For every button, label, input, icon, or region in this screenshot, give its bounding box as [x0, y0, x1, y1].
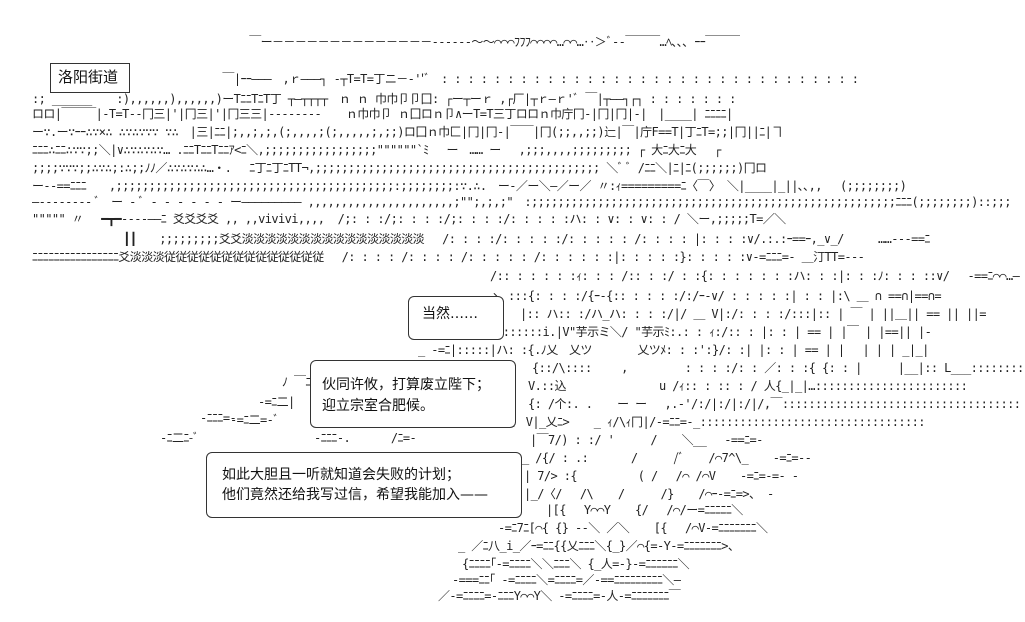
art-row: ﾆﾆﾆﾆﾆﾆﾆﾆﾆﾆﾆﾆﾆﾆﾆﾆ爻淡淡淡従従従従従従従従従従従従従従 /: : … — [32, 250, 865, 264]
art-row: """"" 〃 ━┳━‐‐‐‐――ﾆ 爻爻爻爻 ,, ,,vivivi,,,, … — [32, 212, 786, 226]
art-row: ﾆﾆﾆ∴ﾆﾆ∴∵∵;;＼|∨∴∵∴∵∴∵… .ﾆﾆTﾆﾆTﾆﾆｱ<ﾆ＼,;;;;… — [32, 143, 721, 157]
art-row: ┃┃ ;;;;;;;;;爻爻淡淡淡淡淡淡淡淡淡淡淡淡淡淡淡淡 /: : : :/… — [32, 232, 930, 246]
figure-row: -=ﾆ7ﾆ[⌒{ {} ‐‐＼ ／＼ [{ /⌒V-=ﾆﾆﾆﾆﾆﾆﾆ＼ — [498, 521, 768, 535]
location-title-box — [50, 63, 130, 93]
deco-row: -ﾆ二ﾆ-ﾞ — [160, 431, 199, 445]
speech-line: 他们竟然还给我写过信，希望我能加入—— — [222, 487, 488, 503]
figure-row: |[{ Y⌒⌒Y {/ /⌒/ー=ﾆﾆﾆﾆﾆ＼ — [546, 503, 743, 517]
speech-bubble-short — [408, 296, 504, 340]
figure-row: |￣7/) : :/ ' / ＼__ -==ﾆ=- — [530, 433, 763, 447]
figure-row: ／-=ﾆﾆﾆﾆ=-ﾆﾆﾆY⌒⌒Y＼ -=ﾆﾆﾆﾆ=-人-=ﾆﾆﾆﾆﾆﾆﾆ￣ — [438, 589, 681, 603]
art-row: ￣|ｰｰ――― ,ｒ―――┐ -┬T=T=丁ニ－-''ﾞ : : : : : :… — [136, 72, 859, 86]
speech-line: 迎立宗室合肥候。 — [322, 398, 434, 414]
speech-bubble-letter — [206, 452, 522, 518]
deco-row: -=ﾆ二=-ﾞ — [230, 413, 279, 427]
figure-row: | {: /个:. . ー ー ,.-'/:/|:/|:/|/,￣:::::::… — [510, 397, 1021, 411]
figure-row: {ﾆﾆﾆﾆ｢-=ﾆﾆﾆﾆ＼＼ﾆﾆﾆ＼ {_人=-}-=ﾆﾆﾆﾆﾆﾆ＼ — [462, 557, 690, 571]
speech-line: 伙同许攸，打算废立陛下； — [322, 377, 490, 393]
location-title: 洛阳街道 — [58, 68, 119, 86]
speech-line: 当然…… — [422, 306, 478, 322]
figure-row: ﾉ｜::::::i.|V"芋示ミ＼/ "芋示ﾐ:.: : ｨ:/:: : |: … — [486, 325, 932, 339]
figure-row: ヽ :::{: : : :/{ｰ‐{:: : : : :/:/ｰ‐∨/ : : … — [490, 289, 942, 303]
art-row: ;;;;∵∵∵;;∴∵∴;:∴;;ﾉﾉ／∴∵∴∵∴∴…・. ﾆ丁ﾆ丁ﾆTT¬,;… — [32, 161, 767, 175]
art-row: ロロ|￣￣￣|-T=T--冂三|'|冂三|'|冂三三|‐‐‐‐‐‐‐‐ ｎ巾巾卩… — [32, 107, 733, 121]
deco-row: -=ﾆ二| — [258, 395, 295, 409]
figure-row: | V.::込 u /ｨ:: : :: : / 人{_|_|…:::::::::… — [510, 379, 968, 393]
figure-row: _ -=ﾆ|:::::|ハ: :{.ﾉ乂 乂ツ 乂ツﾒ: : :':}/: :|… — [418, 343, 929, 357]
figure-row: 乂 V|_乂ﾆ> _ ｨ/\ｨ冂|/-=ﾆﾆ=-_:::::::::::::::… — [503, 415, 925, 429]
figure-row: _ ／ﾆ八_i_／ｰ=ﾆﾆ{{乂ﾆﾆﾆ＼{_}／⌒{=-Y-=ﾆﾆﾆﾆﾆﾆﾆ>、 — [458, 539, 740, 553]
figure-row: ヽ {::/\:::: , : : : :/: : ／: : :{ {: : |… — [496, 361, 1025, 375]
speech-line: 如此大胆且一听就知道会失败的计划； — [222, 467, 460, 483]
figure-row: | 7/> :{ ( / /⌒ /⌒V -=ﾆ=-=‐ ‐ — [524, 469, 799, 483]
deco-row: -ﾆﾆﾆ=- — [200, 411, 237, 425]
art-row: ー∵.ー∵ｰｰ∴∵×∴ ∴∵∴∵∵∵ ∵∴ |三|ﾆﾆ|;,,;,;,(;,,,… — [32, 125, 783, 139]
figure-row: _ /{/ : .: / /ﾞ /⌒7^\_ -=ﾆ=-‐ — [522, 451, 812, 465]
deco-row: -ﾆﾆﾆ-. /ﾆ=- — [314, 431, 417, 445]
art-row: ー‐‐==ﾆﾆﾆ ,;;;;;;;;;;;;;;;;;;;;;;;;;;;;;;… — [32, 179, 907, 193]
figure-row: |_/〈/ /\ / /} /⌒ｰ-=ﾆ=>、 - — [524, 487, 774, 501]
speech-bubble-plot — [310, 360, 516, 428]
art-row: ￣ー－－－－－－－－－－－－－－‐‐‐‐‐‐～～⌒⌒⌒ﾌﾌﾌ⌒⌒⌒⌒…⌒⌒…‥＞… — [140, 35, 740, 49]
figure-row: /:: : : : : :ｨ: : : /:: : :/ : :{: : : :… — [490, 269, 1020, 283]
figure-row: -===ﾆﾆ｢ -=ﾆﾆﾆﾆ＼=ﾆﾆﾆﾆ=／-==ﾆﾆﾆﾆﾆﾆﾆﾆﾆ＼― — [452, 573, 681, 587]
art-row: ―‐‐‐‐‐‐‐‐ ﾞ ー ‐ ﾞ ‐ ‐ ‐ ‐ ‐ ‐ ー―――――――――… — [32, 195, 1012, 209]
art-row: :; ______ :),,,,,,),,,,,,)ーTﾆﾆTﾆT丁 ┬―┬┬┬… — [32, 92, 736, 106]
figure-row: |:: ハ:: :/ハ_ハ: : : :/|/ ＿ V|:/: : : :/::… — [520, 307, 986, 321]
